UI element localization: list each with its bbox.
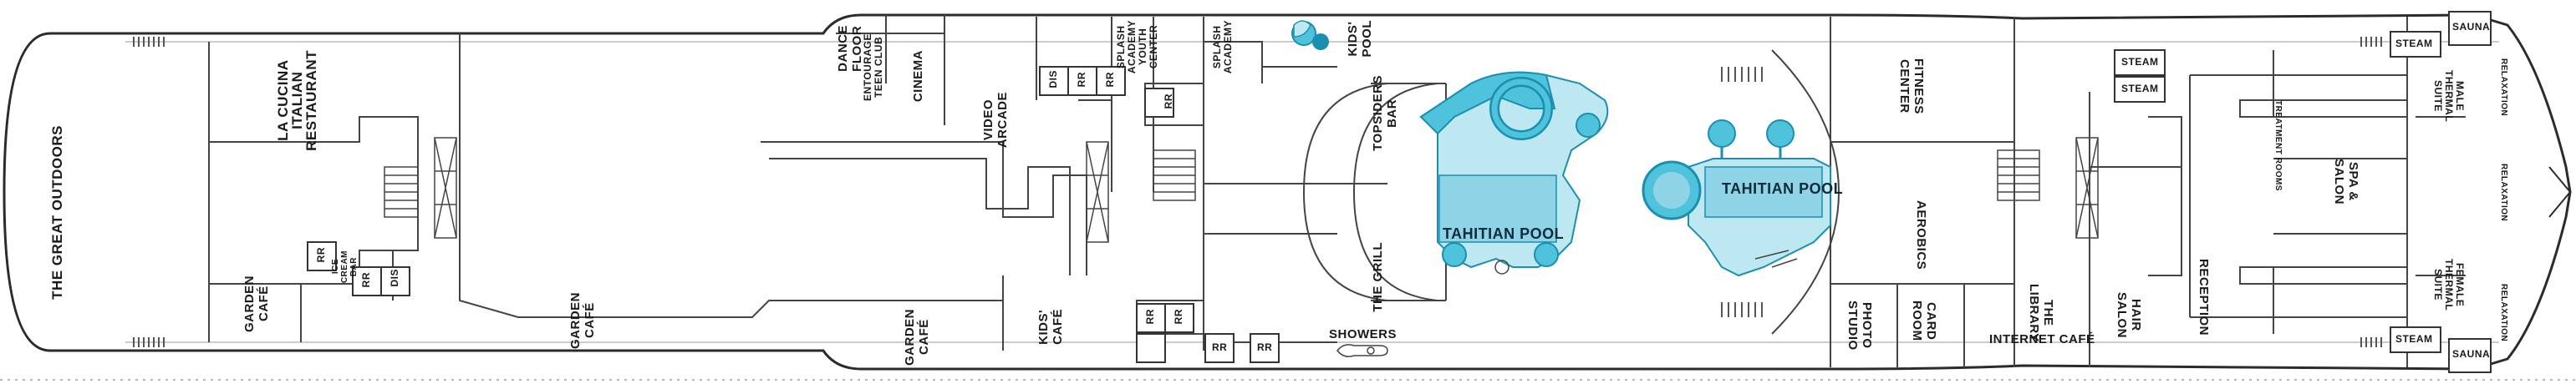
restroom-label: RR: [1173, 309, 1184, 325]
water-slide-icon: [1291, 20, 1329, 50]
tahitian-pool-1: [1419, 71, 1609, 275]
restroom-label: RR: [1076, 72, 1087, 88]
area-splash-youth: SPLASH ACADEMY YOUTH CENTER: [1115, 20, 1159, 74]
area-steam-top: STEAM: [2395, 38, 2433, 49]
restroom-boxes: [307, 66, 1280, 363]
area-female-thermal: FEMALE THERMAL SUITE: [2432, 259, 2466, 311]
disabled-restroom-label: DIS: [389, 269, 400, 287]
elevator-icon: [434, 137, 2099, 243]
spa-rooms: [2114, 11, 2492, 373]
area-la-cucina: LA CUCINA ITALIAN RESTAURANT: [275, 50, 319, 151]
restroom-label: RR: [315, 247, 327, 263]
area-steam-bottom: STEAM: [2395, 333, 2433, 345]
area-internet-cafe: INTERNET CAFÉ: [1989, 332, 2095, 346]
area-dance-floor: DANCE FLOOR: [836, 25, 864, 72]
area-kids-pool: KIDS' POOL: [1346, 20, 1374, 58]
area-aerobics: AEROBICS: [1914, 200, 1928, 270]
area-great-outdoors: THE GREAT OUTDOORS: [49, 125, 65, 300]
area-male-thermal: MALE THERMAL SUITE: [2432, 70, 2466, 123]
area-garden-cafe-2: GARDEN CAFÉ: [568, 292, 597, 350]
area-splash-academy: SPLASH ACADEMY: [1211, 20, 1234, 74]
area-video-arcade: VIDEO ARCADE: [981, 92, 1010, 149]
restroom-label: RR: [1144, 309, 1156, 325]
area-treatment-rooms: TREATMENT ROOMS: [2273, 100, 2283, 191]
tahitian-pool-2: [1642, 119, 1831, 277]
area-reception: RECEPTION: [2197, 259, 2211, 336]
area-garden-cafe-1: GARDEN CAFÉ: [242, 275, 271, 333]
vent-grilles: [133, 37, 2382, 347]
area-card-room: CARD ROOM: [1910, 301, 1938, 341]
area-steam-1: STEAM: [2121, 56, 2159, 68]
area-garden-cafe-3: GARDEN CAFÉ: [903, 309, 931, 366]
restroom-label: RR: [360, 272, 372, 288]
area-spa-salon: SPA & SALON: [2332, 159, 2360, 205]
area-topsiders-bar: TOPSIDERS BAR: [1371, 75, 1399, 151]
bow-tip: [2548, 166, 2572, 218]
area-fitness-center: FITNESS CENTER: [1897, 58, 1926, 114]
area-showers: SHOWERS: [1329, 327, 1397, 341]
restroom-label: RR: [1257, 341, 1273, 353]
shower-icon: [1336, 344, 1388, 357]
area-sauna-top: SAUNA: [2452, 21, 2491, 33]
restroom-label: RR: [1104, 72, 1116, 88]
area-hair-salon: HAIR SALON: [2115, 292, 2143, 338]
area-relaxation-2: RELAXATION: [2499, 164, 2508, 222]
area-relaxation-3: RELAXATION: [2499, 284, 2508, 342]
area-the-library: THE LIBRARY: [2027, 284, 2055, 342]
area-relaxation-1: RELAXATION: [2499, 58, 2508, 117]
area-kids-cafe: KIDS' CAFÉ: [1036, 309, 1065, 345]
area-photo-studio: PHOTO STUDIO: [1845, 301, 1874, 351]
area-ice-cream-bar: ICE CREAM BAR: [331, 250, 359, 284]
restroom-label: RR: [1163, 93, 1174, 109]
area-entourage: ENTOURAGE TEEN CLUB: [862, 33, 884, 101]
area-tahitian-pool-1: TAHITIAN POOL: [1443, 225, 1565, 242]
area-sauna-bottom: SAUNA: [2452, 348, 2491, 360]
area-steam-2: STEAM: [2121, 83, 2159, 94]
restroom-label: RR: [1212, 341, 1228, 353]
area-cinema: CINEMA: [911, 50, 925, 103]
area-tahitian-pool-2: TAHITIAN POOL: [1722, 180, 1844, 197]
stairs-icon: [384, 149, 2040, 218]
area-the-grill: THE GRILL: [1371, 242, 1385, 312]
disabled-restroom-label: DIS: [1047, 70, 1059, 88]
